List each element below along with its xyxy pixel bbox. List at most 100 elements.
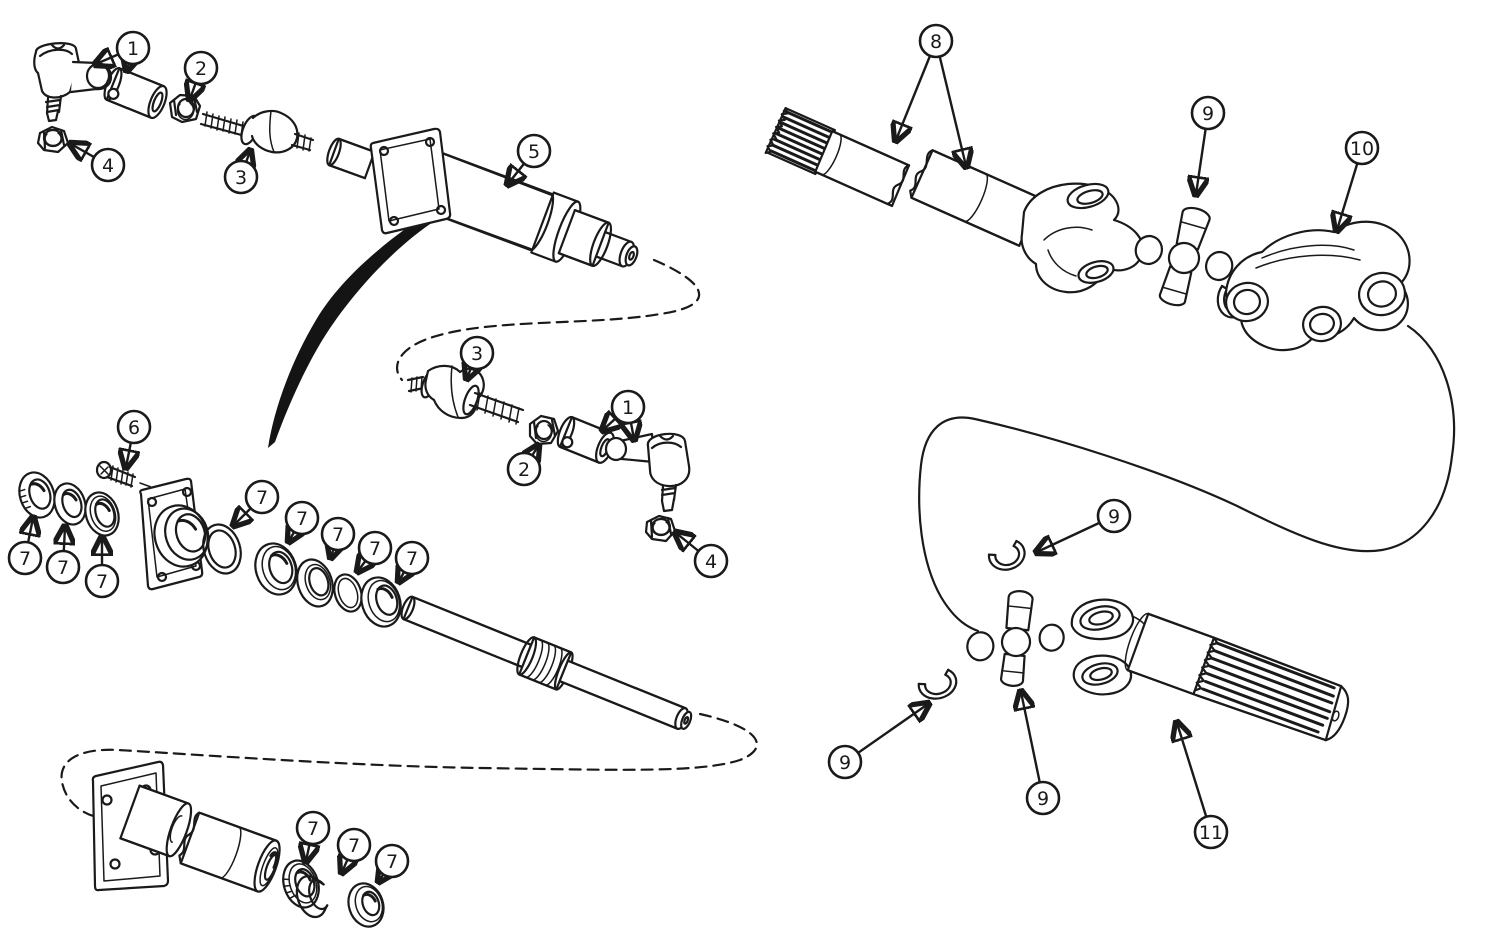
part-lock-nut-upper	[36, 125, 70, 154]
callout-7: 7	[320, 516, 356, 557]
callout-number: 11	[1199, 822, 1223, 844]
callout-4: 4	[676, 533, 729, 579]
callout-number: 9	[1202, 103, 1214, 125]
callout-number: 7	[296, 508, 308, 530]
part-lower-split-ring	[295, 875, 329, 919]
part-clamp-sleeve-middle	[556, 415, 615, 464]
callout-circle	[1193, 814, 1229, 850]
part-cylinder-mount-stub	[326, 137, 376, 180]
callout-number: 4	[705, 551, 717, 573]
callout-leader-arrow	[934, 39, 966, 166]
part-cylinder-flange	[369, 127, 452, 235]
callout-circle	[1190, 95, 1226, 131]
callout-7: 7	[84, 538, 120, 599]
callout-leader-arrow	[896, 39, 938, 140]
callout-circle	[45, 549, 81, 585]
part-splined-shaft-stub	[764, 107, 911, 208]
callout-circle	[394, 540, 430, 576]
callout-number: 10	[1350, 138, 1374, 160]
callout-circle	[223, 159, 259, 195]
callout-circle	[1025, 780, 1061, 816]
part-o-ring-large	[202, 523, 242, 575]
callout-number: 7	[96, 571, 108, 593]
callout-number: 5	[528, 141, 540, 163]
part-seal-left-1	[18, 471, 56, 519]
callout-circle	[357, 530, 393, 566]
part-lower-boss	[119, 784, 193, 858]
part-seal-cup-2	[360, 576, 402, 628]
loop-connector-right	[918, 324, 1456, 633]
callout-number: 7	[19, 548, 31, 570]
callout-7: 7	[357, 530, 393, 571]
part-piston-rod	[400, 595, 693, 730]
part-drive-shaft	[909, 149, 1042, 247]
part-jam-nut-upper	[168, 93, 202, 124]
part-flange-yoke	[1224, 220, 1411, 352]
callout-circle	[116, 409, 152, 445]
callout-circle	[506, 451, 542, 487]
callout-8: 8	[896, 23, 966, 166]
callout-9: 9	[1021, 692, 1061, 816]
part-seal-left-3	[84, 491, 120, 537]
callout-circle	[374, 843, 410, 879]
callout-number: 7	[386, 851, 398, 873]
callout-circle	[295, 810, 331, 846]
swoosh-arrow	[268, 212, 436, 448]
part-u-joint-cross-upper	[1134, 206, 1234, 307]
callout-number: 3	[235, 167, 247, 189]
callout-circle	[90, 147, 126, 183]
callout-number: 2	[195, 58, 207, 80]
callout-10: 10	[1337, 130, 1380, 230]
callout-number: 4	[102, 155, 114, 177]
callout-9: 9	[1037, 498, 1132, 552]
part-seal-left-2	[53, 482, 87, 526]
callout-number: 7	[369, 538, 381, 560]
callout-number: 7	[307, 818, 319, 840]
dashed-connector-lower	[60, 712, 758, 820]
callout-circle	[244, 479, 280, 515]
callout-circle	[336, 827, 372, 863]
callout-number: 2	[518, 459, 530, 481]
callout-7: 7	[45, 527, 81, 585]
callout-circle	[284, 500, 320, 536]
callout-1: 1	[96, 30, 151, 70]
callout-number: 3	[471, 343, 483, 365]
part-snap-ring-mid	[987, 539, 1026, 571]
callout-circle	[7, 540, 43, 576]
callout-5: 5	[508, 133, 552, 184]
part-o-ring-small	[333, 573, 363, 613]
callout-1: 1	[603, 389, 646, 439]
callout-7: 7	[295, 810, 331, 861]
callout-leader-arrow	[1177, 723, 1213, 834]
callout-number: 1	[622, 397, 634, 419]
part-lower-gland-barrel	[178, 811, 281, 893]
part-lower-seal-1	[282, 859, 320, 909]
callout-circle	[827, 744, 863, 780]
callout-11: 11	[1177, 723, 1229, 850]
callout-3: 3	[223, 151, 259, 195]
callout-circle	[459, 335, 495, 371]
callout-7: 7	[394, 540, 430, 581]
callout-number: 9	[1037, 788, 1049, 810]
part-gland-boss	[153, 504, 210, 568]
callout-6: 6	[116, 409, 152, 467]
callout-circle	[610, 389, 646, 425]
dashed-connector-upper	[396, 258, 701, 382]
callout-number: 7	[332, 524, 344, 546]
callout-circle	[115, 30, 151, 66]
callout-circle	[320, 516, 356, 552]
part-clamp-sleeve-upper	[103, 66, 168, 120]
part-jam-nut-middle	[528, 414, 560, 446]
callout-7: 7	[284, 500, 320, 541]
callout-circle	[1096, 498, 1132, 534]
callout-number: 7	[348, 835, 360, 857]
callout-circle	[693, 543, 729, 579]
callout-number: 8	[930, 31, 942, 53]
callout-2: 2	[506, 446, 542, 487]
part-ball-socket-middle	[406, 364, 525, 425]
callout-number: 9	[1108, 506, 1120, 528]
part-lower-seal-2	[347, 882, 385, 928]
part-shaft-yoke	[1020, 182, 1144, 294]
